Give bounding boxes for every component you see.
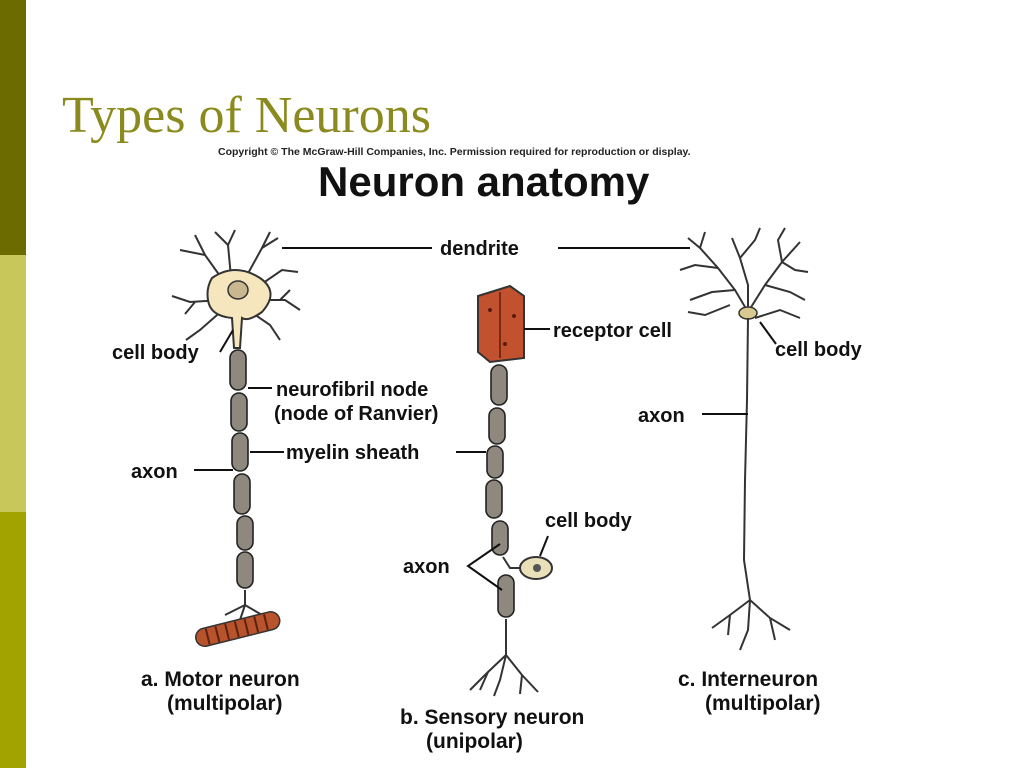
myelin-segment xyxy=(236,515,254,551)
label-axon-motor: axon xyxy=(131,461,178,483)
label-axon-interneuron: axon xyxy=(638,405,685,427)
label-cell-body-interneuron: cell body xyxy=(775,339,863,361)
label-axon-sensory: axon xyxy=(403,556,450,578)
label-cell-body-motor: cell body xyxy=(112,342,200,364)
caption-sensory-neuron: b. Sensory neuron xyxy=(400,706,584,729)
myelin-segment xyxy=(230,392,248,432)
label-cell-body-sensory: cell body xyxy=(545,510,633,532)
motor-nucleus xyxy=(227,280,249,300)
label-neurofibril-node: neurofibril node xyxy=(276,379,428,401)
myelin-segment xyxy=(233,473,251,515)
motor-cell-body xyxy=(206,269,272,349)
muscle-fiber xyxy=(195,611,281,648)
myelin-segment xyxy=(488,407,506,445)
accent-bar-top xyxy=(0,0,26,255)
myelin-segment xyxy=(486,445,504,479)
leader-lines xyxy=(194,247,777,591)
diagram-title: Neuron anatomy xyxy=(318,158,650,205)
interneuron-cell-body xyxy=(738,306,758,320)
label-myelin-sheath: myelin sheath xyxy=(286,442,419,464)
myelin-segment xyxy=(485,479,503,519)
caption-sensory-type: (unipolar) xyxy=(426,730,523,753)
myelin-segment xyxy=(490,364,508,406)
myelin-segment xyxy=(229,349,247,391)
accent-bar-bottom xyxy=(0,512,26,768)
caption-motor-neuron: a. Motor neuron xyxy=(141,668,300,691)
myelin-segment xyxy=(497,574,515,618)
sensory-neuron xyxy=(469,284,553,697)
label-node-of-ranvier: (node of Ranvier) xyxy=(274,403,438,425)
accent-bar-middle xyxy=(0,255,26,512)
myelin-segment xyxy=(231,432,249,472)
receptor-cell-shape xyxy=(477,284,525,364)
caption-interneuron: c. Interneuron xyxy=(678,668,818,691)
myelin-segment xyxy=(236,551,254,589)
interneuron xyxy=(679,227,809,651)
caption-motor-type: (multipolar) xyxy=(167,692,283,715)
slide-title: Types of Neurons xyxy=(62,87,431,144)
myelin-segment xyxy=(491,520,509,556)
label-receptor-cell: receptor cell xyxy=(553,320,672,342)
label-dendrite: dendrite xyxy=(440,238,519,260)
motor-neuron xyxy=(171,229,301,648)
copyright-notice: Copyright © The McGraw-Hill Companies, I… xyxy=(218,146,691,158)
caption-interneuron-type: (multipolar) xyxy=(705,692,821,715)
